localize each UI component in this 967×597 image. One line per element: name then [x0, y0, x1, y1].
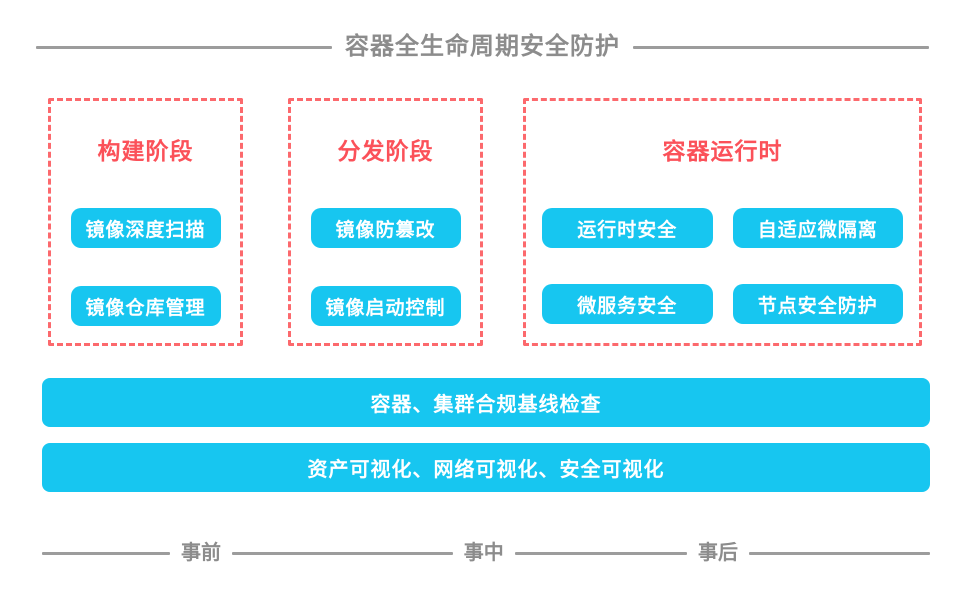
capability-pill-image-registry-mgmt: 镜像仓库管理: [70, 286, 221, 326]
bar-compliance-baseline-check: 容器、集群合规基线检查: [42, 378, 930, 427]
timeline-footer: 事前 事中 事后: [42, 540, 930, 566]
timeline-rule-4: [748, 551, 930, 555]
phase-title-distribution: 分发阶段: [337, 138, 434, 164]
capability-pill-microservice-security: 微服务安全: [542, 284, 713, 324]
diagram-title: 容器全生命周期安全防护: [345, 33, 620, 60]
header-rule-left: [36, 45, 332, 49]
diagram-header: 容器全生命周期安全防护: [36, 33, 929, 61]
capability-pill-runtime-security: 运行时安全: [542, 208, 713, 248]
capability-pill-node-security: 节点安全防护: [732, 284, 903, 324]
timeline-rule-1: [42, 551, 171, 555]
timeline-label-before: 事前: [181, 542, 222, 564]
capability-pill-adaptive-microsegmentation: 自适应微隔离: [732, 208, 903, 248]
timeline-rule-2: [232, 551, 453, 555]
timeline-rule-3: [514, 551, 687, 555]
runtime-capability-grid: 运行时安全 自适应微隔离 微服务安全 节点安全防护: [526, 208, 919, 324]
phase-boxes-row: 构建阶段 镜像深度扫描 镜像仓库管理 分发阶段 镜像防篡改 镜像启动控制 容器运…: [48, 98, 922, 346]
phase-box-distribution: 分发阶段 镜像防篡改 镜像启动控制: [288, 98, 483, 346]
capability-pill-image-anti-tamper: 镜像防篡改: [310, 208, 461, 248]
bar-visualization: 资产可视化、网络可视化、安全可视化: [42, 443, 930, 492]
phase-box-build: 构建阶段 镜像深度扫描 镜像仓库管理: [48, 98, 243, 346]
phase-box-runtime: 容器运行时 运行时安全 自适应微隔离 微服务安全 节点安全防护: [523, 98, 922, 346]
capability-pill-image-deep-scan: 镜像深度扫描: [70, 208, 221, 248]
phase-title-build: 构建阶段: [97, 138, 194, 164]
timeline-label-during: 事中: [463, 542, 504, 564]
header-rule-right: [633, 45, 929, 49]
phase-title-runtime: 容器运行时: [662, 138, 783, 164]
timeline-label-after: 事后: [697, 542, 738, 564]
capability-pill-image-launch-control: 镜像启动控制: [310, 286, 461, 326]
